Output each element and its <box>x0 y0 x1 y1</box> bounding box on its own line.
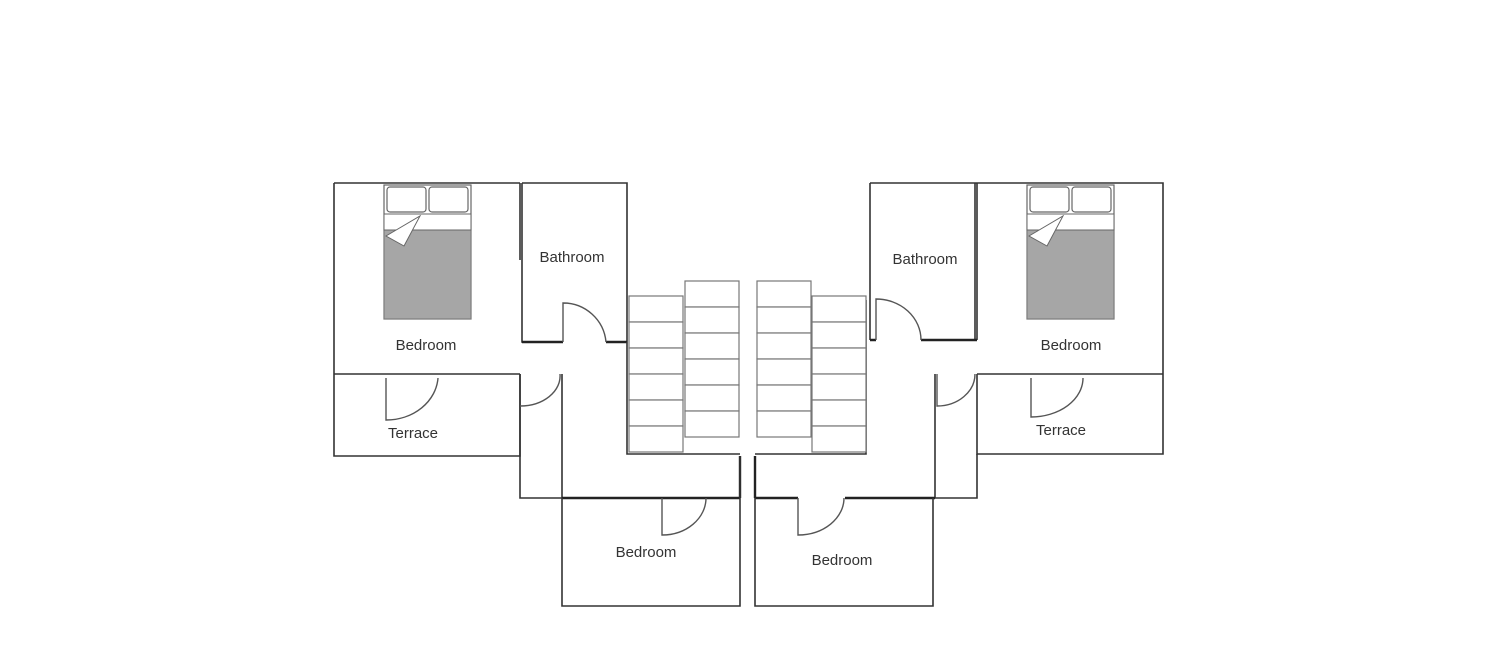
stairs-left-outer <box>628 295 684 453</box>
stair-step <box>756 280 812 308</box>
left-unit <box>333 182 742 607</box>
stair-step <box>628 399 684 427</box>
right-terrace-door-icon <box>1030 377 1084 418</box>
stair-step <box>756 384 812 412</box>
label-left-bedroom: Bedroom <box>396 337 457 354</box>
left-terrace-door-icon <box>385 377 439 421</box>
left-corridor-walls <box>519 374 740 499</box>
label-left-bottom-bedroom: Bedroom <box>616 544 677 561</box>
stairs-left-inner <box>684 280 740 438</box>
left-bathroom-door-icon <box>562 302 607 343</box>
right-bathroom-walls <box>869 182 977 340</box>
door-swings <box>385 298 1084 536</box>
left-corridor-thick <box>562 456 742 500</box>
right-bottom-bedroom-door-icon <box>797 497 845 536</box>
stairs-right-outer <box>811 295 867 453</box>
stair-step <box>684 384 740 412</box>
stair-step <box>628 425 684 453</box>
stair-step <box>684 280 740 308</box>
label-left-bathroom: Bathroom <box>539 249 604 266</box>
label-right-bedroom: Bedroom <box>1041 337 1102 354</box>
stair-step <box>811 347 867 375</box>
stair-step <box>628 295 684 323</box>
stair-step <box>628 321 684 349</box>
left-stair-outline <box>626 342 740 455</box>
stair-step <box>684 358 740 386</box>
stair-step <box>756 332 812 360</box>
right-unit <box>753 182 1164 607</box>
stair-step <box>756 306 812 334</box>
stair-step <box>811 399 867 427</box>
stair-step <box>628 373 684 401</box>
right-bed-icon <box>1026 184 1115 320</box>
left-terrace-walls <box>333 374 521 457</box>
stair-step <box>756 358 812 386</box>
stairs-right-inner <box>756 280 812 438</box>
left-bottom-bedroom-door-icon <box>661 497 707 536</box>
right-corridor-walls <box>934 374 978 499</box>
stair-step <box>684 410 740 438</box>
stair-step <box>811 295 867 323</box>
left-bed-icon <box>383 184 472 320</box>
right-bedroom-walls <box>976 182 1164 375</box>
left-corridor-door-icon <box>519 373 561 407</box>
right-corridor-door-icon <box>936 373 976 407</box>
stair-step <box>811 425 867 453</box>
label-right-terrace: Terrace <box>1036 422 1086 439</box>
stair-step <box>811 373 867 401</box>
label-left-terrace: Terrace <box>388 425 438 442</box>
label-right-bottom-bedroom: Bedroom <box>812 552 873 569</box>
stair-step <box>628 347 684 375</box>
left-bottom-bedroom-walls <box>561 456 741 607</box>
label-right-bathroom: Bathroom <box>892 251 957 268</box>
stair-step <box>811 321 867 349</box>
right-corridor-thick <box>753 456 935 500</box>
stair-step <box>684 306 740 334</box>
left-bedroom-walls <box>333 182 521 375</box>
right-terrace-walls <box>976 374 1164 455</box>
stair-step <box>684 332 740 360</box>
right-bottom-bedroom-walls <box>754 498 934 607</box>
right-bathroom-door-icon <box>875 298 922 341</box>
stair-step <box>756 410 812 438</box>
